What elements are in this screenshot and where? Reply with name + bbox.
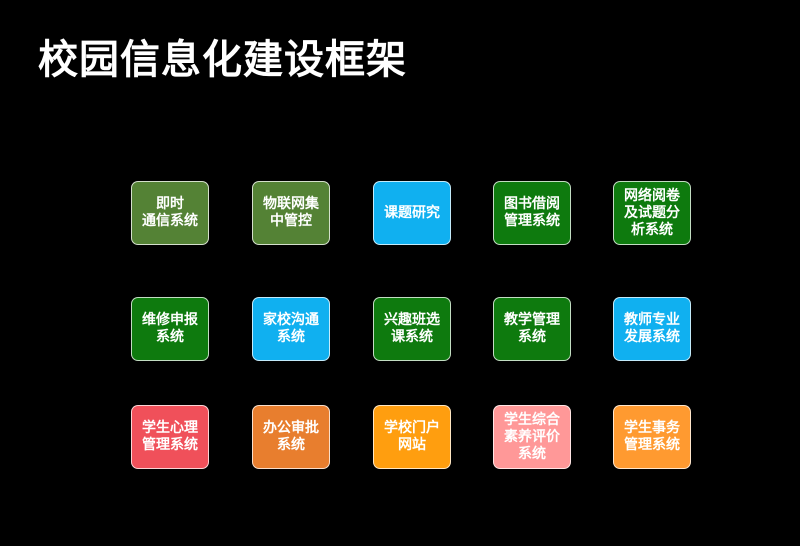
tile-instant-messaging[interactable]: 即时 通信系统 [131, 181, 209, 245]
tile-label: 图书借阅 管理系统 [504, 196, 560, 229]
tile-teaching-management[interactable]: 教学管理 系统 [493, 297, 571, 361]
tile-home-school-communication[interactable]: 家校沟通 系统 [252, 297, 330, 361]
tile-student-affairs[interactable]: 学生事务 管理系统 [613, 405, 691, 469]
tile-label: 教学管理 系统 [504, 312, 560, 345]
tile-label: 学生综合 素养评价 系统 [504, 411, 560, 462]
page-title: 校园信息化建设框架 [38, 37, 407, 83]
tile-label: 维修申报 系统 [142, 312, 198, 345]
tile-label: 兴趣班选 课系统 [384, 312, 440, 345]
tile-label: 物联网集 中管控 [263, 196, 319, 229]
tile-label: 学生心理 管理系统 [142, 420, 198, 453]
tile-online-grading[interactable]: 网络阅卷 及试题分 析系统 [613, 181, 691, 245]
tile-label: 办公审批 系统 [263, 420, 319, 453]
tile-school-portal[interactable]: 学校门户 网站 [373, 405, 451, 469]
tile-label: 学校门户 网站 [384, 420, 440, 453]
tile-label: 即时 通信系统 [142, 196, 198, 229]
tile-maintenance-requests[interactable]: 维修申报 系统 [131, 297, 209, 361]
tile-label: 学生事务 管理系统 [624, 420, 680, 453]
tile-iot-control[interactable]: 物联网集 中管控 [252, 181, 330, 245]
tile-student-psychology[interactable]: 学生心理 管理系统 [131, 405, 209, 469]
tile-label: 教师专业 发展系统 [624, 312, 680, 345]
tile-library-management[interactable]: 图书借阅 管理系统 [493, 181, 571, 245]
tile-research-projects[interactable]: 课题研究 [373, 181, 451, 245]
tile-label: 网络阅卷 及试题分 析系统 [624, 187, 680, 238]
tile-office-approval[interactable]: 办公审批 系统 [252, 405, 330, 469]
tile-label: 家校沟通 系统 [263, 312, 319, 345]
tile-label: 课题研究 [384, 204, 440, 221]
tile-teacher-development[interactable]: 教师专业 发展系统 [613, 297, 691, 361]
tile-student-evaluation[interactable]: 学生综合 素养评价 系统 [493, 405, 571, 469]
tile-interest-class-selection[interactable]: 兴趣班选 课系统 [373, 297, 451, 361]
